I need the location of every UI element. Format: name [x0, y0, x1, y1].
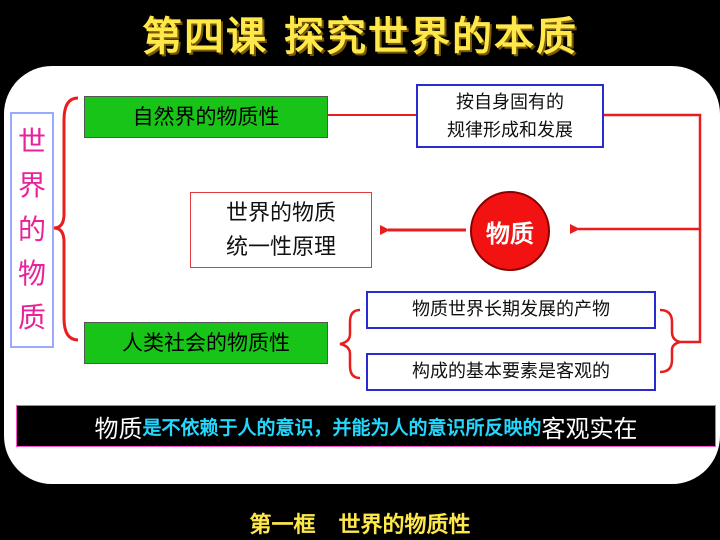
matter-circle: 物质 — [470, 191, 550, 271]
vertical-char: 界 — [17, 169, 46, 202]
nature-materiality-box: 自然界的物质性 — [84, 96, 328, 138]
definition-term: 物质 — [94, 414, 143, 443]
matter-label: 物质 — [486, 219, 534, 248]
law-line-1: 按自身固有的 — [456, 92, 564, 113]
principle-line-1: 世界的物质 — [225, 201, 336, 226]
definition-body: 是不依赖于人的意识，并能为人的意识所反映的 — [142, 416, 542, 439]
vertical-char: 世 — [17, 125, 46, 158]
law-line-2: 规律形成和发展 — [447, 120, 573, 141]
principle-line-2: 统一性原理 — [225, 235, 336, 260]
unity-principle-box: 世界的物质 统一性原理 — [190, 192, 372, 268]
basic-elements-box: 构成的基本要素是客观的 — [366, 353, 656, 391]
vertical-char: 物 — [17, 257, 46, 290]
society-materiality-box: 人类社会的物质性 — [84, 322, 328, 364]
vertical-char: 的 — [17, 213, 46, 246]
matter-definition-bar: 物质 是不依赖于人的意识，并能为人的意识所反映的 客观实在 — [16, 405, 716, 447]
right-brace — [659, 229, 702, 344]
definition-conclusion: 客观实在 — [541, 414, 638, 443]
slide-title: 第四课 探究世界的本质 — [142, 13, 578, 60]
vertical-label-world-matter: 世 界 的 物 质 — [10, 112, 54, 348]
law-formation-box: 按自身固有的 规律形成和发展 — [416, 84, 604, 148]
vertical-char: 质 — [17, 301, 46, 334]
left-brace — [53, 96, 79, 342]
society-brace — [339, 308, 361, 380]
slide-footer: 第一框 世界的物质性 — [249, 513, 471, 538]
world-product-box: 物质世界长期发展的产物 — [366, 291, 656, 329]
right-connector — [570, 113, 702, 234]
